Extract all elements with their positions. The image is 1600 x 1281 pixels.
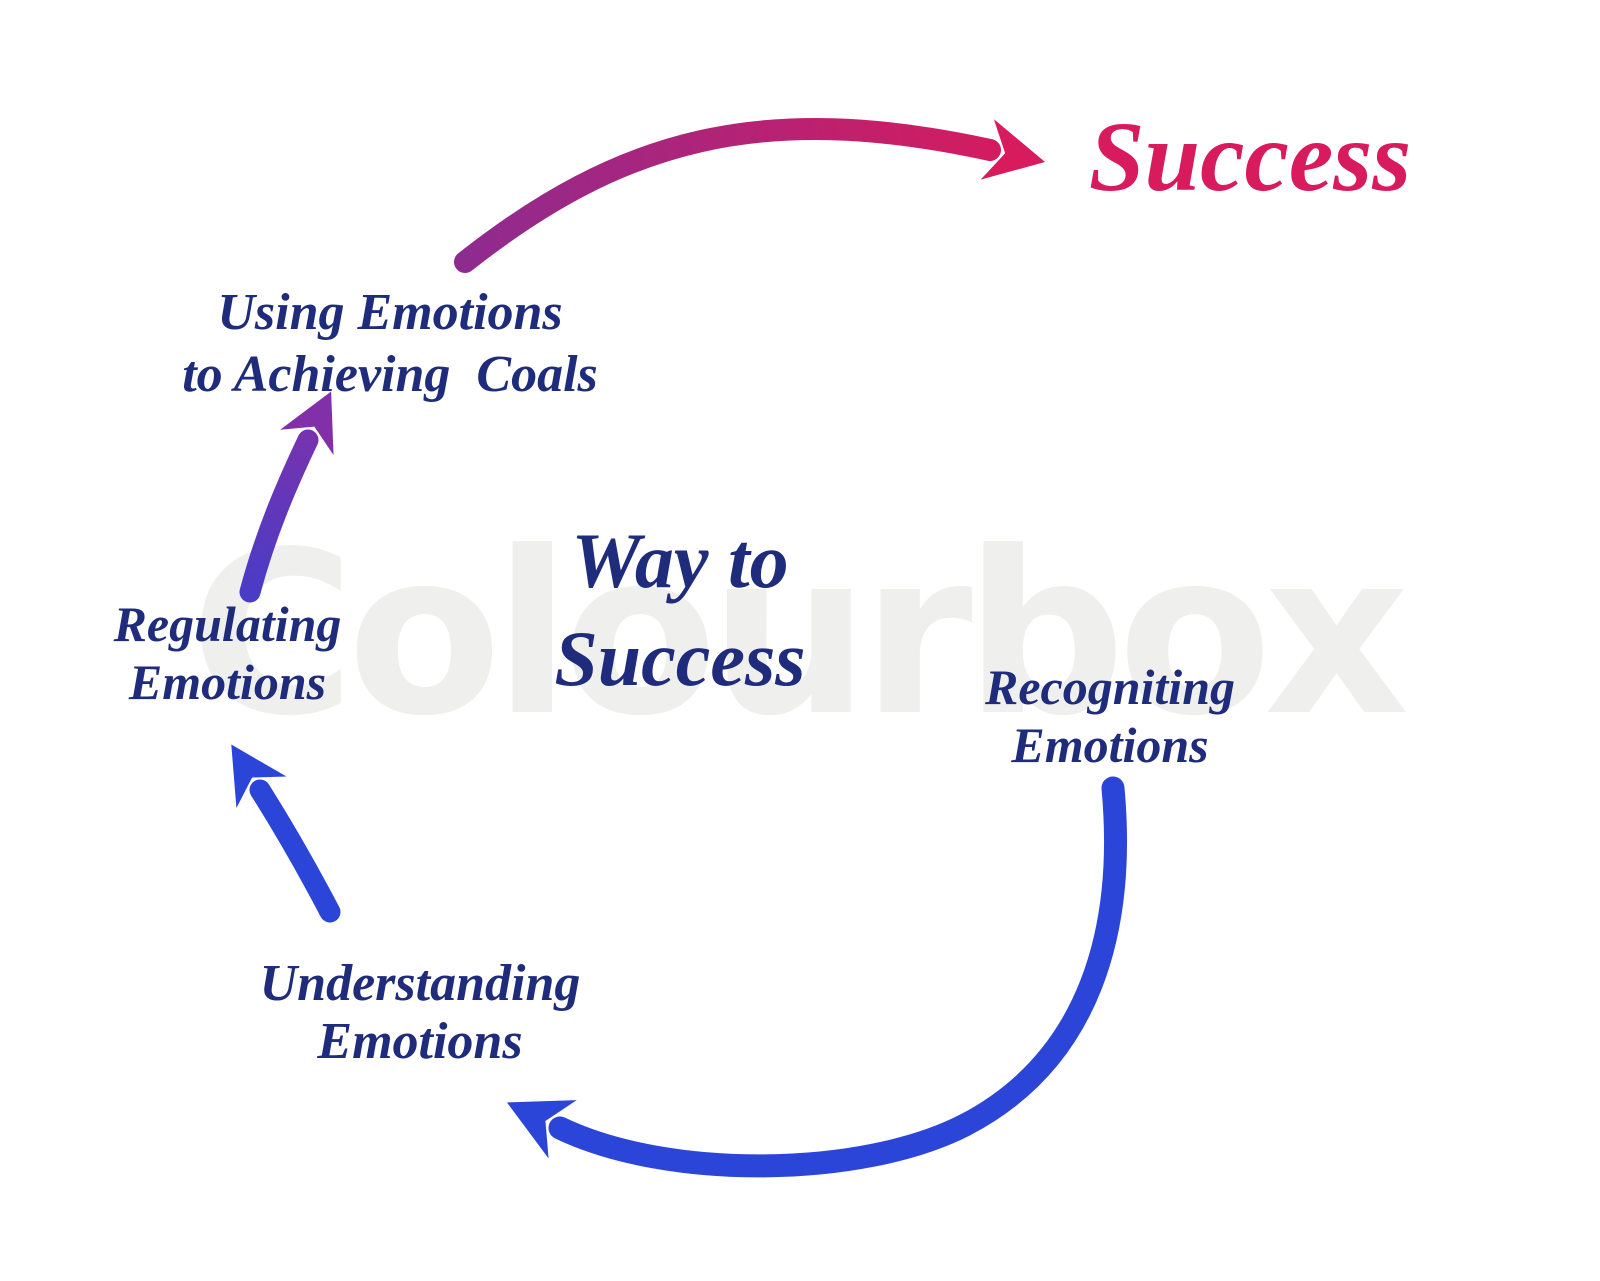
node-label-line: Emotions [128, 654, 327, 710]
node-label-line: Recogniting [984, 659, 1236, 715]
diagram-title: Way to Success [430, 512, 930, 709]
node-label-line: Emotions [1011, 717, 1209, 773]
node-using-emotions: Using Emotions to Achieving Coals [90, 282, 690, 407]
arrow-regulating-to-using [239, 391, 334, 603]
arrow-understanding-to-regulating [231, 744, 341, 923]
node-success: Success [1088, 101, 1412, 212]
node-label-line: Understanding [259, 955, 581, 1012]
diagram-title-line: Way to [571, 517, 789, 604]
node-label-line: Regulating [113, 596, 342, 652]
arrow-using-to-success [454, 117, 1046, 273]
node-label-line: Emotions [317, 1013, 523, 1071]
diagram-title-line: Success [554, 615, 806, 703]
colourbox-watermark: Colourbox [190, 504, 1409, 766]
node-understanding-emotions: Understanding Emotions [120, 955, 720, 1071]
arrow-recogniting-to-understanding [506, 776, 1127, 1178]
node-recogniting-emotions: Recogniting Emotions [860, 658, 1360, 774]
node-label-line: Using Emotions [217, 284, 563, 341]
node-regulating-emotions: Regulating Emotions [30, 595, 425, 711]
node-label-line: to Achieving Coals [182, 346, 598, 404]
